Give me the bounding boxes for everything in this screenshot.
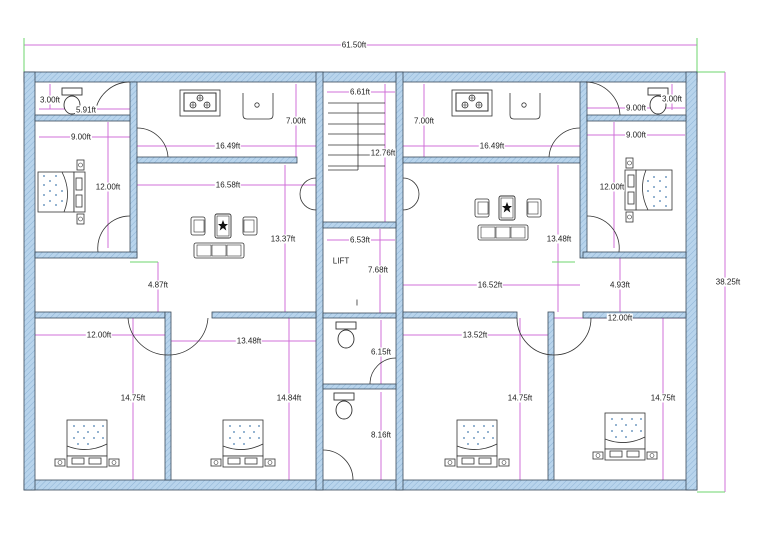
- bed-icon: [444, 419, 510, 468]
- label-lift-h: 7.68ft: [366, 265, 390, 275]
- stove-icon: [451, 89, 493, 117]
- label-stair-h: 12.76ft: [369, 148, 397, 158]
- label-kitchen-l-w: 16.49ft: [214, 141, 242, 151]
- stove-icon: [179, 89, 221, 117]
- label-ctoilet2-h: 8.16ft: [369, 430, 393, 440]
- label-passage-r-w: 12.00ft: [606, 313, 634, 323]
- sink-icon: [509, 92, 541, 120]
- label-living-r-w: 16.52ft: [476, 280, 504, 290]
- sofa-set-icon: [474, 195, 542, 241]
- label-tr-toilet-h: 3.00ft: [660, 94, 684, 104]
- toilet-icon: [335, 321, 357, 349]
- label-kitchen-l-h: 7.00ft: [284, 116, 308, 126]
- label-kitchen-r-w: 16.49ft: [478, 141, 506, 151]
- bed-icon: [210, 419, 276, 468]
- label-overall-width: 61.50ft: [340, 40, 368, 50]
- label-tl-bed-h: 12.00ft: [94, 182, 122, 192]
- label-bed1-w: 12.00ft: [85, 330, 113, 340]
- label-kitchen-r-h: 7.00ft: [412, 116, 436, 126]
- label-passage-l: 4.87ft: [146, 280, 170, 290]
- label-bed2-w: 13.48ft: [235, 336, 263, 346]
- label-tl-toilet-h: 5.91ft: [74, 105, 98, 115]
- staircase: [328, 102, 385, 171]
- bed-icon: [37, 159, 86, 225]
- bed-icon: [54, 419, 120, 468]
- sink-icon: [242, 92, 274, 120]
- guide-lines: [23, 38, 725, 493]
- label-bed2-h: 14.84ft: [275, 393, 303, 403]
- label-tr-bed-h: 12.00ft: [598, 182, 626, 192]
- label-ctoilet1-h: 6.15ft: [369, 347, 393, 357]
- label-lift-label: LIFT: [332, 256, 350, 266]
- label-tl-bed-w: 9.00ft: [69, 132, 93, 142]
- label-bed3-h: 14.75ft: [506, 393, 534, 403]
- label-living-r-h: 13.48ft: [545, 234, 573, 244]
- label-lift-w: 6.53ft: [348, 235, 372, 245]
- label-lift-mark: I: [355, 298, 359, 308]
- label-tr-toilet-w: 9.00ft: [624, 103, 648, 113]
- bed-icon: [592, 412, 658, 461]
- bed-icon: [624, 157, 673, 223]
- label-tl-toilet-w: 3.00ft: [38, 95, 62, 105]
- label-bed4-h: 14.75ft: [649, 393, 677, 403]
- toilet-icon: [333, 392, 355, 420]
- label-tr-bed-w: 9.00ft: [624, 130, 648, 140]
- label-bed3-w: 13.52ft: [461, 330, 489, 340]
- label-passage-r-h: 4.93ft: [608, 280, 632, 290]
- walls: [23, 71, 698, 491]
- sofa-set-icon: [190, 213, 258, 259]
- label-living-l-h: 13.37ft: [269, 234, 297, 244]
- label-living-l-w: 16.58ft: [214, 180, 242, 190]
- door-swings: [94, 81, 621, 481]
- label-overall-height: 38.25ft: [714, 277, 742, 287]
- label-stair-w: 6.61ft: [348, 87, 372, 97]
- label-bed1-h: 14.75ft: [119, 393, 147, 403]
